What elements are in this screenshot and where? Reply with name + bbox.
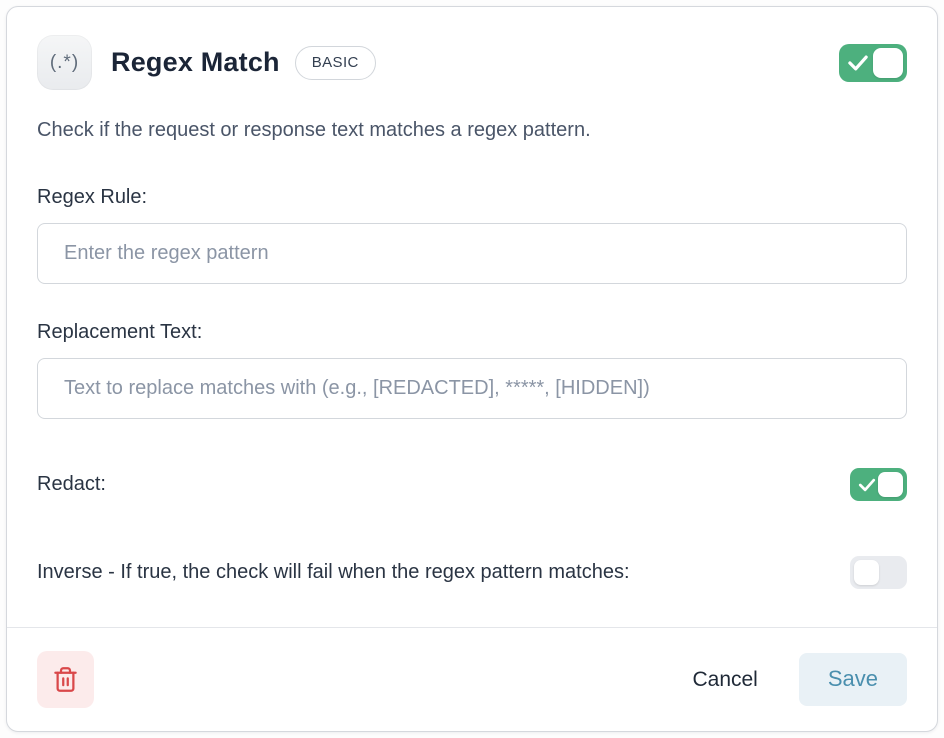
card-description: Check if the request or response text ma… [37,119,591,141]
basic-badge: BASIC [294,45,376,80]
toggle-knob [878,472,903,497]
card-header: (.*) Regex Match BASIC [37,35,907,90]
footer-divider [7,627,937,628]
redact-row: Redact: [37,468,907,501]
replacement-text-field: Replacement Text: [37,321,907,419]
replacement-text-label: Replacement Text: [37,321,203,343]
regex-rule-label: Regex Rule: [37,186,148,208]
toggle-knob [854,560,879,585]
enabled-toggle[interactable] [839,43,907,82]
delete-button[interactable] [37,651,94,708]
regex-match-card: (.*) Regex Match BASIC Check if the requ… [6,6,938,732]
regex-rule-input[interactable] [37,223,907,284]
trash-icon [54,667,77,692]
regex-icon: (.*) [37,35,92,90]
card-footer: Cancel Save [7,628,937,731]
regex-icon-glyph: (.*) [49,51,80,73]
inverse-label: Inverse - If true, the check will fail w… [37,561,630,583]
page-title: Regex Match [111,47,280,77]
redact-label: Redact: [37,473,106,495]
replacement-text-input[interactable] [37,358,907,419]
card-main: (.*) Regex Match BASIC Check if the requ… [7,7,937,627]
check-icon [848,55,868,70]
save-button[interactable]: Save [798,653,907,706]
footer-actions: Cancel Save [692,653,907,706]
inverse-toggle[interactable] [850,556,907,589]
inverse-row: Inverse - If true, the check will fail w… [37,556,907,589]
cancel-button[interactable]: Cancel [692,667,758,691]
regex-rule-field: Regex Rule: [37,186,907,284]
toggle-knob [873,47,903,78]
check-icon [858,478,876,491]
redact-toggle[interactable] [850,468,907,501]
